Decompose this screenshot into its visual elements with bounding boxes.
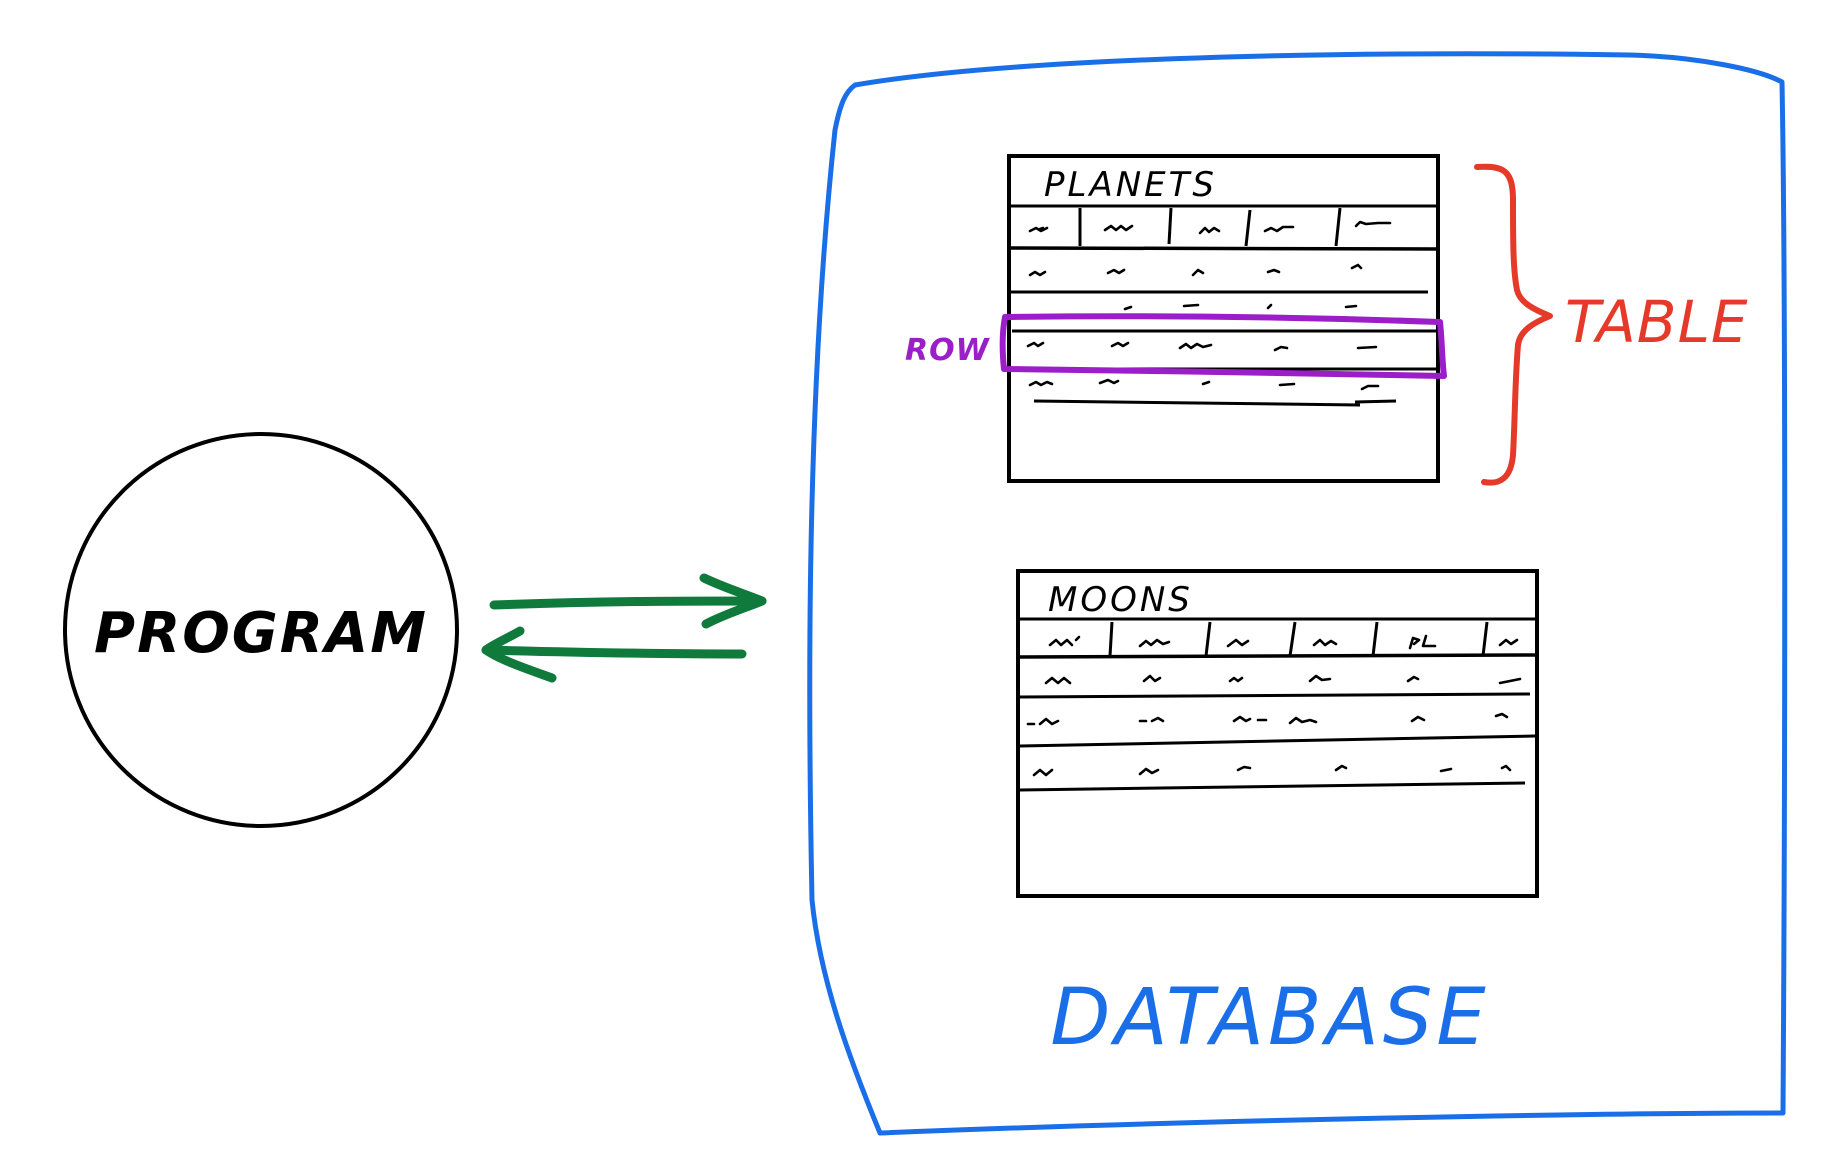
arrow-right-head-icon: [699, 573, 767, 629]
table-moons-rows: [1019, 674, 1536, 792]
table-brace-icon: [1474, 163, 1553, 486]
arrow-left-head-icon: [481, 626, 557, 683]
arrow-to-database: [489, 573, 767, 629]
row-label: ROW: [905, 333, 991, 368]
table-row-highlighted: [1012, 341, 1436, 371]
table-moons-header: [1019, 621, 1536, 659]
table-moons-frame: [1016, 569, 1539, 898]
table-planets-rows: [1011, 263, 1436, 407]
table-row: [1019, 764, 1526, 792]
program-node: PROGRAM: [63, 432, 459, 828]
arrow-left-shaft: [481, 645, 747, 659]
data-exchange-arrows: [481, 573, 767, 683]
table-moons-title: MOONS: [1048, 580, 1193, 620]
table-planets-header: [1008, 207, 1441, 251]
arrow-to-program: [481, 626, 747, 683]
database-label: DATABASE: [1050, 973, 1489, 1063]
table-row: [1028, 378, 1397, 407]
table-label: TABLE: [1565, 288, 1749, 356]
table-planets: PLANETS: [1007, 154, 1441, 483]
table-row: [1019, 674, 1531, 699]
database-container: DATABASE: [807, 51, 1788, 1136]
database-border: [807, 51, 1788, 1136]
row-highlight-box: [999, 313, 1447, 379]
table-annotation: TABLE: [1474, 163, 1749, 486]
program-circle: [63, 432, 459, 828]
table-row: [1019, 712, 1536, 748]
table-row: [1012, 303, 1436, 333]
table-planets-title: PLANETS: [1044, 165, 1217, 205]
program-label: PROGRAM: [94, 601, 428, 666]
table-row: [1011, 263, 1428, 294]
table-moons: MOONS: [1016, 569, 1539, 898]
row-annotation: ROW: [905, 313, 1447, 379]
arrow-right-shaft: [489, 596, 767, 610]
